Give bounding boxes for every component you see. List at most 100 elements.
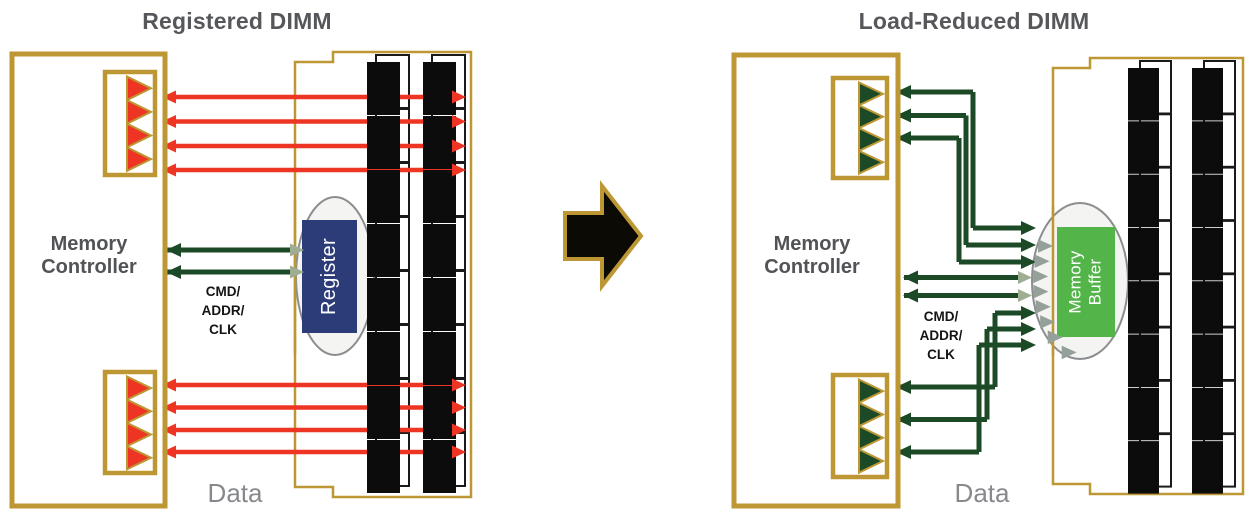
- cmd-arrowhead-icon: [903, 270, 918, 285]
- buffered-arrowhead-icon: [1018, 289, 1032, 302]
- data-arrowhead-icon: [162, 445, 176, 459]
- dram-chip: [1192, 387, 1223, 441]
- data-arrowhead-icon: [452, 90, 466, 104]
- data-arrowhead-icon: [452, 115, 466, 128]
- right-diagram-title: Load-Reduced DIMM: [858, 8, 1090, 34]
- dram-chip: [1128, 441, 1159, 494]
- clk-label: CLK: [927, 347, 955, 362]
- data-arrowhead-icon: [1021, 306, 1036, 320]
- buffered-arrowhead-icon: [1018, 271, 1032, 284]
- connector-pin-icon: [126, 374, 154, 402]
- dram-chip: [1128, 121, 1159, 174]
- connector-pin-icon: [126, 74, 154, 102]
- connector-pin-icon: [858, 126, 886, 153]
- dram-chip: [423, 62, 456, 115]
- connector-pin-icon: [126, 398, 154, 425]
- connector-pin-icon: [858, 377, 886, 405]
- dram-chip: [1192, 121, 1223, 174]
- dram-chip: [367, 386, 400, 439]
- memory-controller-label: Memory Controller: [41, 233, 137, 279]
- cmd-arrowhead-icon: [903, 288, 918, 303]
- connector-pin-icon: [126, 444, 154, 471]
- addr-label: ADDR/: [919, 328, 963, 343]
- data-arrowhead-icon: [1021, 255, 1036, 269]
- data-arrowhead-icon: [452, 139, 466, 153]
- memory-controller-label-line1: Memory: [50, 233, 128, 255]
- dram-chip: [1128, 174, 1159, 228]
- dram-chip: [1128, 281, 1159, 334]
- cmd-label: CMD/: [923, 309, 959, 324]
- dram-chip: [367, 62, 400, 115]
- register-box: [302, 220, 357, 333]
- data-arrowhead-icon: [162, 90, 176, 104]
- data-arrowhead-icon: [452, 163, 466, 177]
- data-arrowhead-icon: [162, 115, 176, 128]
- left-diagram-title: Registered DIMM: [142, 8, 332, 34]
- cmd-addr-clk-label: CMD/ ADDR/ CLK: [920, 307, 963, 364]
- transition-arrow-icon: [563, 180, 644, 292]
- connector-pin-icon: [126, 145, 154, 173]
- dram-chip: [367, 440, 400, 493]
- connector-bottom-pins: [858, 377, 886, 475]
- data-bus-label: Data: [954, 478, 1010, 508]
- dram-chip: [367, 278, 400, 331]
- register-label: Register: [318, 238, 340, 315]
- dram-chip: [367, 332, 400, 385]
- dimm-pcb-outline: [1051, 56, 1245, 496]
- data-arrowhead-icon: [452, 423, 466, 437]
- buffered-arrowhead-icon: [290, 265, 304, 279]
- memory-controller-label-line2: Controller: [41, 256, 137, 278]
- data-arrowhead-icon: [162, 378, 176, 392]
- dram-chip: [1192, 174, 1223, 228]
- fanin-arrowhead-icon: [1047, 330, 1063, 344]
- connector-pin-icon: [858, 80, 886, 107]
- connector-pin-icon: [126, 421, 154, 448]
- connector-pin-icon: [126, 122, 154, 149]
- dram-chip: [367, 116, 400, 169]
- dram-chip: [423, 116, 456, 169]
- memory-buffer-label-wrap: Memory Buffer: [1057, 227, 1115, 337]
- data-arrowhead-icon: [1021, 322, 1036, 336]
- data-bus-label: Data: [207, 478, 263, 508]
- memory-buffer-label-line1: Memory: [1066, 250, 1086, 314]
- dram-chip: [423, 170, 456, 223]
- dram-chip: [1128, 334, 1159, 387]
- register-label-wrap: Register: [302, 220, 357, 333]
- dram-chip: [367, 224, 400, 277]
- data-arrowhead-icon: [1021, 338, 1036, 352]
- load-reduced-dimm-diagram: [731, 52, 1245, 509]
- dram-chip: [1128, 68, 1159, 121]
- buffered-arrowhead-icon: [290, 243, 304, 257]
- connector-pin-icon: [858, 401, 886, 428]
- memory-buffer-box: [1057, 227, 1115, 337]
- dimm-pcb-outline: [293, 50, 473, 499]
- dram-chip: [423, 332, 456, 385]
- cmd-addr-clk-label: CMD/ ADDR/ CLK: [202, 282, 245, 339]
- connector-pin-icon: [126, 98, 154, 126]
- fanin-arrowhead-icon: [1035, 300, 1051, 314]
- memory-buffer-label-line2: Buffer: [1086, 258, 1106, 306]
- data-arrowhead-icon: [1021, 238, 1036, 252]
- connector-pin-icon: [858, 149, 886, 176]
- cmd-arrowhead-icon: [166, 265, 181, 279]
- connector-pin-icon: [858, 447, 886, 475]
- dram-chip: [367, 170, 400, 223]
- dram-chip: [1128, 227, 1159, 281]
- memory-controller-label-line2: Controller: [764, 256, 860, 278]
- data-arrowhead-icon: [452, 445, 466, 459]
- dram-chip: [1192, 441, 1223, 494]
- registered-dimm-diagram: [9, 50, 473, 509]
- data-arrowhead-icon: [162, 401, 176, 414]
- fanin-arrowhead-icon: [1034, 254, 1050, 268]
- fanin-arrowhead-icon: [1040, 315, 1056, 329]
- data-arrowhead-icon: [162, 139, 176, 153]
- dram-chip: [1128, 387, 1159, 441]
- left-lines-and-chips: [162, 54, 466, 493]
- connector-pin-icon: [858, 424, 886, 451]
- memory-controller-box: [731, 52, 901, 509]
- dram-chip: [423, 440, 456, 493]
- connector-bottom-pins: [126, 374, 154, 471]
- data-arrowhead-icon: [452, 401, 466, 414]
